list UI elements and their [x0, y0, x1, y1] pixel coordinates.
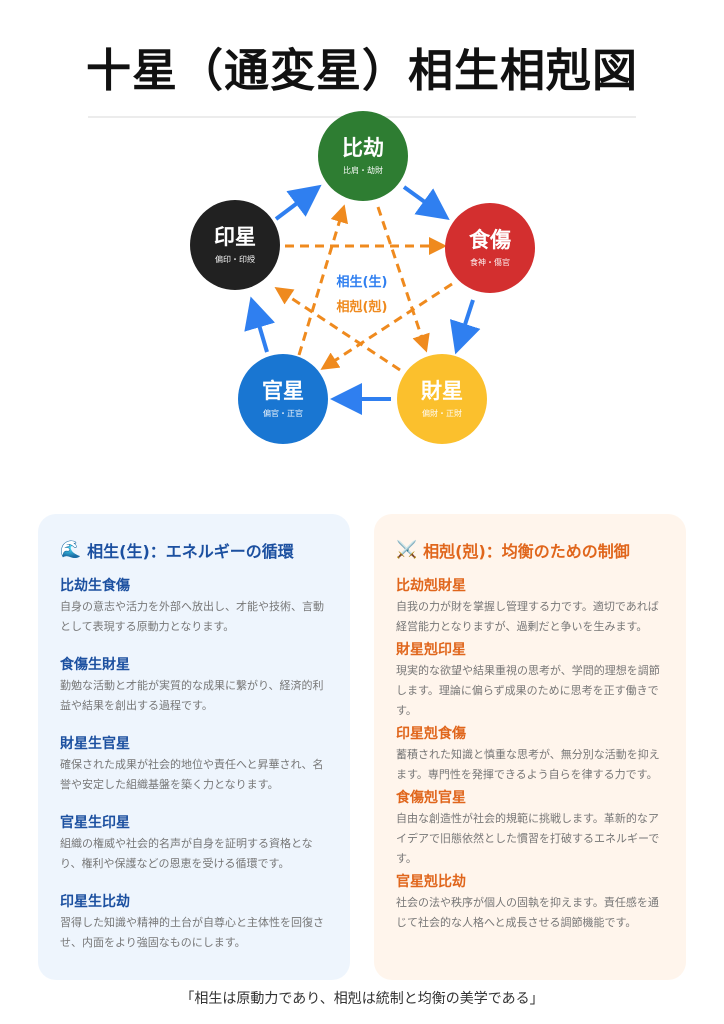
soukoku-item: 比劫剋財星 自我の力が財を掌握し管理する力です。適切であれば経営能力となりますが…: [396, 576, 664, 637]
soukoku-item: 食傷剋官星 自由な創造性が社会的規範に挑戦します。革新的なアイデアで旧態依然とし…: [396, 788, 664, 869]
item-title: 印星生比劫: [60, 894, 130, 910]
legend-soukoku: 相剋(剋): [336, 300, 388, 315]
node-sublabel: 偏官・正官: [263, 409, 303, 418]
sousei-item: 官星生印星 組織の権威や社会的名声が自身を証明する資格となり、権利や保護などの恩…: [60, 813, 328, 874]
arrow-kansei-to-insei: [244, 296, 276, 353]
sousei-card: 🌊 相生(生)：エネルギーの循環 比劫生食傷 自身の意志や活力を外部へ放出し、才…: [38, 514, 350, 980]
item-title: 官星生印星: [60, 815, 130, 831]
arrow-shokushou-to-kansei: [320, 282, 453, 370]
soukoku-item: 官星剋比劫 社会の法や秩序が個人の固執を抑えます。責任感を通じて社会的な人格へと…: [396, 872, 664, 933]
item-title: 官星剋比劫: [396, 874, 466, 890]
arrow-hikou-to-shokushou: [402, 185, 450, 221]
item-title: 比劫生食傷: [60, 578, 130, 594]
item-text: 勤勉な活動と才能が実質的な成果に繋がり、経済的利益や結果を創出する過程です。: [60, 679, 324, 712]
wave-icon: 🌊: [60, 540, 82, 560]
sousei-arrows: [244, 184, 481, 415]
sousei-card-heading: 相生(生)：エネルギーの循環: [87, 542, 294, 561]
item-text: 自由な創造性が社会的規範に挑戦します。革新的なアイデアで旧態依然とした慣習を打破…: [396, 812, 660, 865]
arrow-zaisei-to-insei: [274, 287, 401, 372]
item-title: 印星剋食傷: [396, 726, 466, 742]
node-hikou: 比劫 比肩・劫財: [318, 111, 408, 201]
soukoku-arrows: [274, 204, 453, 372]
crossed-swords-icon: ⚔️: [396, 540, 418, 560]
node-zaisei: 財星 偏財・正財: [397, 354, 487, 444]
item-text: 自我の力が財を掌握し管理する力です。適切であれば経営能力となりますが、過剰だと争…: [396, 600, 659, 633]
item-text: 社会の法や秩序が個人の固執を抑えます。責任感を通じて社会的な人格へと成長させる調…: [396, 896, 659, 929]
sousei-item: 印星生比劫 習得した知識や精神的土台が自尊心と主体性を回復させ、内面をより強固な…: [60, 892, 328, 953]
item-title: 食傷生財星: [60, 657, 130, 673]
item-text: 蓄積された知識と慎重な思考が、無分別な活動を抑えます。専門性を発揮できるよう自ら…: [396, 748, 660, 781]
node-insei: 印星 偏印・印綬: [190, 200, 280, 290]
item-text: 現実的な欲望や結果重視の思考が、学問的理想を調節します。理論に偏らず成果のために…: [396, 664, 660, 717]
arrow-hikou-to-zaisei: [376, 206, 430, 353]
arrow-shokushou-to-zaisei: [449, 299, 481, 355]
item-text: 習得した知識や精神的土台が自尊心と主体性を回復させ、内面をより強固なものにします…: [60, 916, 324, 949]
node-label: 印星: [214, 225, 256, 249]
soukoku-card: ⚔️ 相剋(剋)：均衡のための制御 比劫剋財星 自我の力が財を掌握し管理する力で…: [374, 514, 686, 980]
node-sublabel: 偏印・印綬: [215, 255, 255, 264]
soukoku-card-title: ⚔️ 相剋(剋)：均衡のための制御: [396, 538, 664, 562]
node-kansei: 官星 偏官・正官: [238, 354, 328, 444]
item-title: 食傷剋官星: [396, 790, 466, 806]
item-text: 組織の権威や社会的名声が自身を証明する資格となり、権利や保護などの恩恵を受ける循…: [60, 837, 313, 870]
item-title: 比劫剋財星: [396, 578, 466, 594]
node-label: 比劫: [342, 136, 384, 160]
sousei-card-title: 🌊 相生(生)：エネルギーの循環: [60, 538, 328, 562]
soukoku-item: 印星剋食傷 蓄積された知識と慎重な思考が、無分別な活動を抑えます。専門性を発揮で…: [396, 724, 664, 785]
node-label: 財星: [421, 379, 463, 403]
node-sublabel: 食神・傷官: [470, 258, 510, 267]
item-title: 財星生官星: [60, 736, 130, 752]
arrow-insei-to-hikou: [274, 184, 322, 221]
item-text: 確保された成果が社会的地位や責任へと昇華され、名誉や安定した組織基盤を築く力とな…: [60, 758, 324, 791]
node-label: 食傷: [469, 228, 511, 252]
item-title: 財星剋印星: [396, 642, 466, 658]
sousei-item: 食傷生財星 勤勉な活動と才能が実質的な成果に繋がり、経済的利益や結果を創出する過…: [60, 655, 328, 716]
relationship-diagram: [244, 184, 481, 415]
item-text: 自身の意志や活力を外部へ放出し、才能や技術、言動として表現する原動力となります。: [60, 600, 324, 633]
node-sublabel: 偏財・正財: [422, 409, 462, 418]
node-shokushou: 食傷 食神・傷官: [445, 203, 535, 293]
soukoku-item: 財星剋印星 現実的な欲望や結果重視の思考が、学問的理想を調節します。理論に偏らず…: [396, 640, 664, 721]
soukoku-card-heading: 相剋(剋)：均衡のための制御: [423, 542, 630, 561]
legend-sousei: 相生(生): [336, 275, 388, 290]
node-sublabel: 比肩・劫財: [343, 166, 383, 175]
node-label: 官星: [262, 379, 304, 403]
arrow-kansei-to-hikou: [297, 204, 349, 356]
page-title: 十星（通変星）相生相剋図: [85, 44, 638, 97]
footer-quote: 「相生は原動力であり、相剋は統制と均衡の美学である」: [180, 991, 544, 1007]
sousei-item: 比劫生食傷 自身の意志や活力を外部へ放出し、才能や技術、言動として表現する原動力…: [60, 576, 328, 637]
sousei-item: 財星生官星 確保された成果が社会的地位や責任へと昇華され、名誉や安定した組織基盤…: [60, 734, 328, 795]
